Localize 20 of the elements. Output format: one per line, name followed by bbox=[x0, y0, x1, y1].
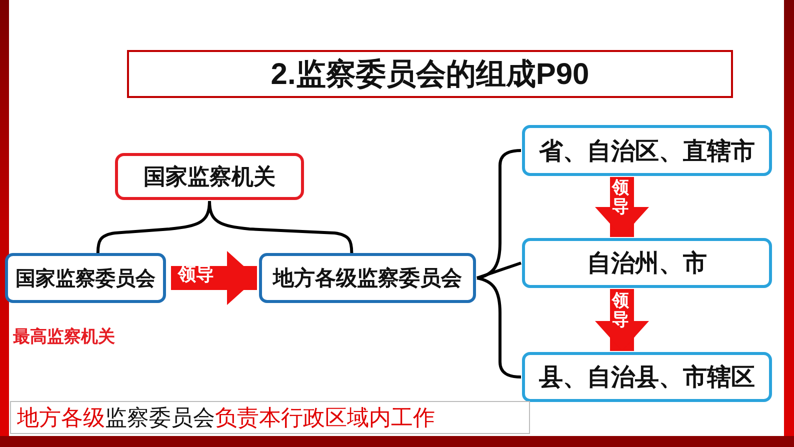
org-box: 地方各级监察委员会 bbox=[259, 253, 476, 303]
level-box: 省、自治区、直辖市 bbox=[522, 125, 772, 176]
brace-line bbox=[476, 262, 522, 280]
block-arrow bbox=[595, 177, 649, 237]
title-box: 2.监察委员会的组成P90 bbox=[127, 50, 733, 98]
edge-label: 领导 bbox=[612, 179, 629, 216]
block-arrow bbox=[595, 289, 649, 351]
note-text: 监察委员会 bbox=[105, 404, 215, 432]
edge-label: 领导 bbox=[178, 265, 214, 285]
level-box: 自治州、市 bbox=[522, 238, 772, 288]
caption-text: 最高监察机关 bbox=[13, 326, 115, 348]
note-text: 负责本行政区域内工作 bbox=[215, 404, 435, 432]
brace-line bbox=[476, 276, 522, 378]
category-box: 国家监察机关 bbox=[115, 153, 304, 200]
block-arrow bbox=[171, 251, 257, 305]
level-box: 县、自治县、市辖区 bbox=[522, 352, 772, 402]
org-box: 国家监察委员会 bbox=[5, 253, 166, 303]
brace-line bbox=[208, 200, 354, 254]
note-text: 地方各级 bbox=[17, 404, 105, 432]
edge-label: 领导 bbox=[612, 292, 629, 330]
